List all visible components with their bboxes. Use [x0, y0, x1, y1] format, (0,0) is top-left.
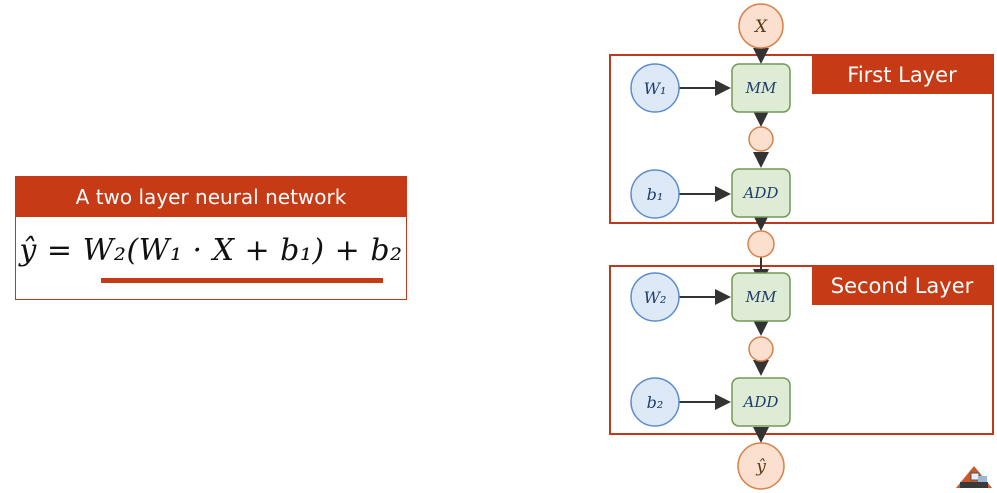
- op-node-add2: [731, 377, 791, 427]
- intermediate-node-2: [747, 230, 775, 258]
- intermediate-node-3: [748, 336, 774, 362]
- op-node-add1-label: ADD: [742, 184, 779, 202]
- bias-node-b1-label: b₁: [647, 185, 664, 204]
- op-node-add2-label: ADD: [742, 393, 779, 411]
- second-layer-title: Second Layer: [812, 267, 992, 305]
- output-node-yhat: [737, 442, 785, 490]
- weight-node-w1-label: W₁: [644, 79, 667, 98]
- op-node-mm2-label: MM: [745, 288, 777, 306]
- op-node-mm2: [731, 272, 791, 322]
- equation-formula: ŷ = W₂(W₁ · X + b₁) + b₂: [19, 233, 403, 268]
- input-node-label: X: [753, 17, 768, 37]
- bias-node-b2: [630, 377, 680, 427]
- output-node-label: ŷ: [755, 457, 766, 477]
- equation-underline: [101, 278, 383, 283]
- intermediate-node-1: [748, 126, 774, 152]
- bias-node-b2-label: b₂: [647, 393, 664, 412]
- weight-node-w2: [630, 272, 680, 322]
- bias-node-b1: [630, 169, 680, 219]
- input-node-x: [738, 3, 784, 49]
- weight-node-w2-label: W₂: [644, 288, 667, 307]
- first-layer-title: First Layer: [812, 56, 992, 94]
- op-node-add1: [731, 168, 791, 218]
- weight-node-w1: [630, 63, 680, 113]
- op-node-mm1: [731, 63, 791, 113]
- corner-logo-icon: [956, 466, 992, 488]
- op-node-mm1-label: MM: [745, 79, 777, 97]
- equation-panel: A two layer neural network ŷ = W₂(W₁ · X…: [15, 176, 407, 300]
- equation-header: A two layer neural network: [16, 177, 406, 217]
